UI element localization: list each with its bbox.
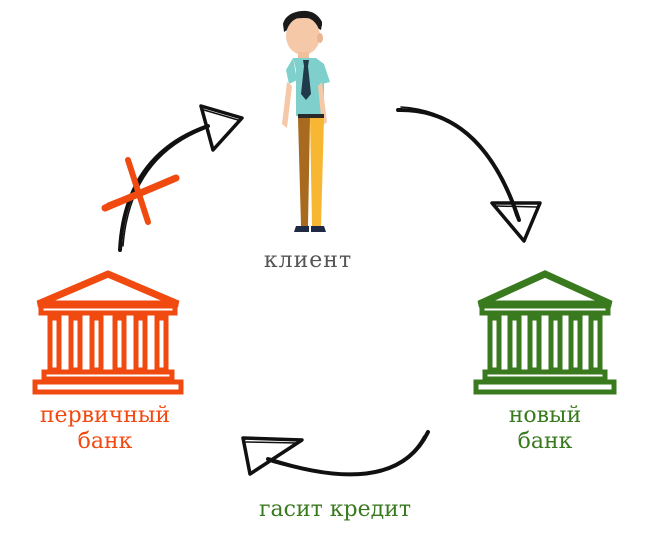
- old-bank-building-icon: [32, 270, 184, 395]
- new-bank-building-icon: [473, 270, 617, 395]
- client-person-icon: [282, 10, 330, 232]
- client-label: клиент: [263, 248, 353, 273]
- arrow-new-bank-to-old-bank: [241, 430, 430, 477]
- old-bank-label-line1: первичный: [39, 403, 171, 428]
- arrow-client-to-new-bank: [396, 106, 542, 243]
- new-bank-label-line1: новый: [508, 403, 582, 428]
- new-bank-label-line2: банк: [517, 429, 573, 454]
- repays-credit-label: гасит кредит: [258, 497, 412, 522]
- old-bank-label: первичный банк: [30, 403, 180, 455]
- new-bank-label: новый банк: [470, 403, 620, 455]
- blocked-cross-icon: [101, 157, 180, 225]
- arrow-old-bank-to-client: [118, 104, 244, 252]
- old-bank-label-line2: банк: [77, 429, 133, 454]
